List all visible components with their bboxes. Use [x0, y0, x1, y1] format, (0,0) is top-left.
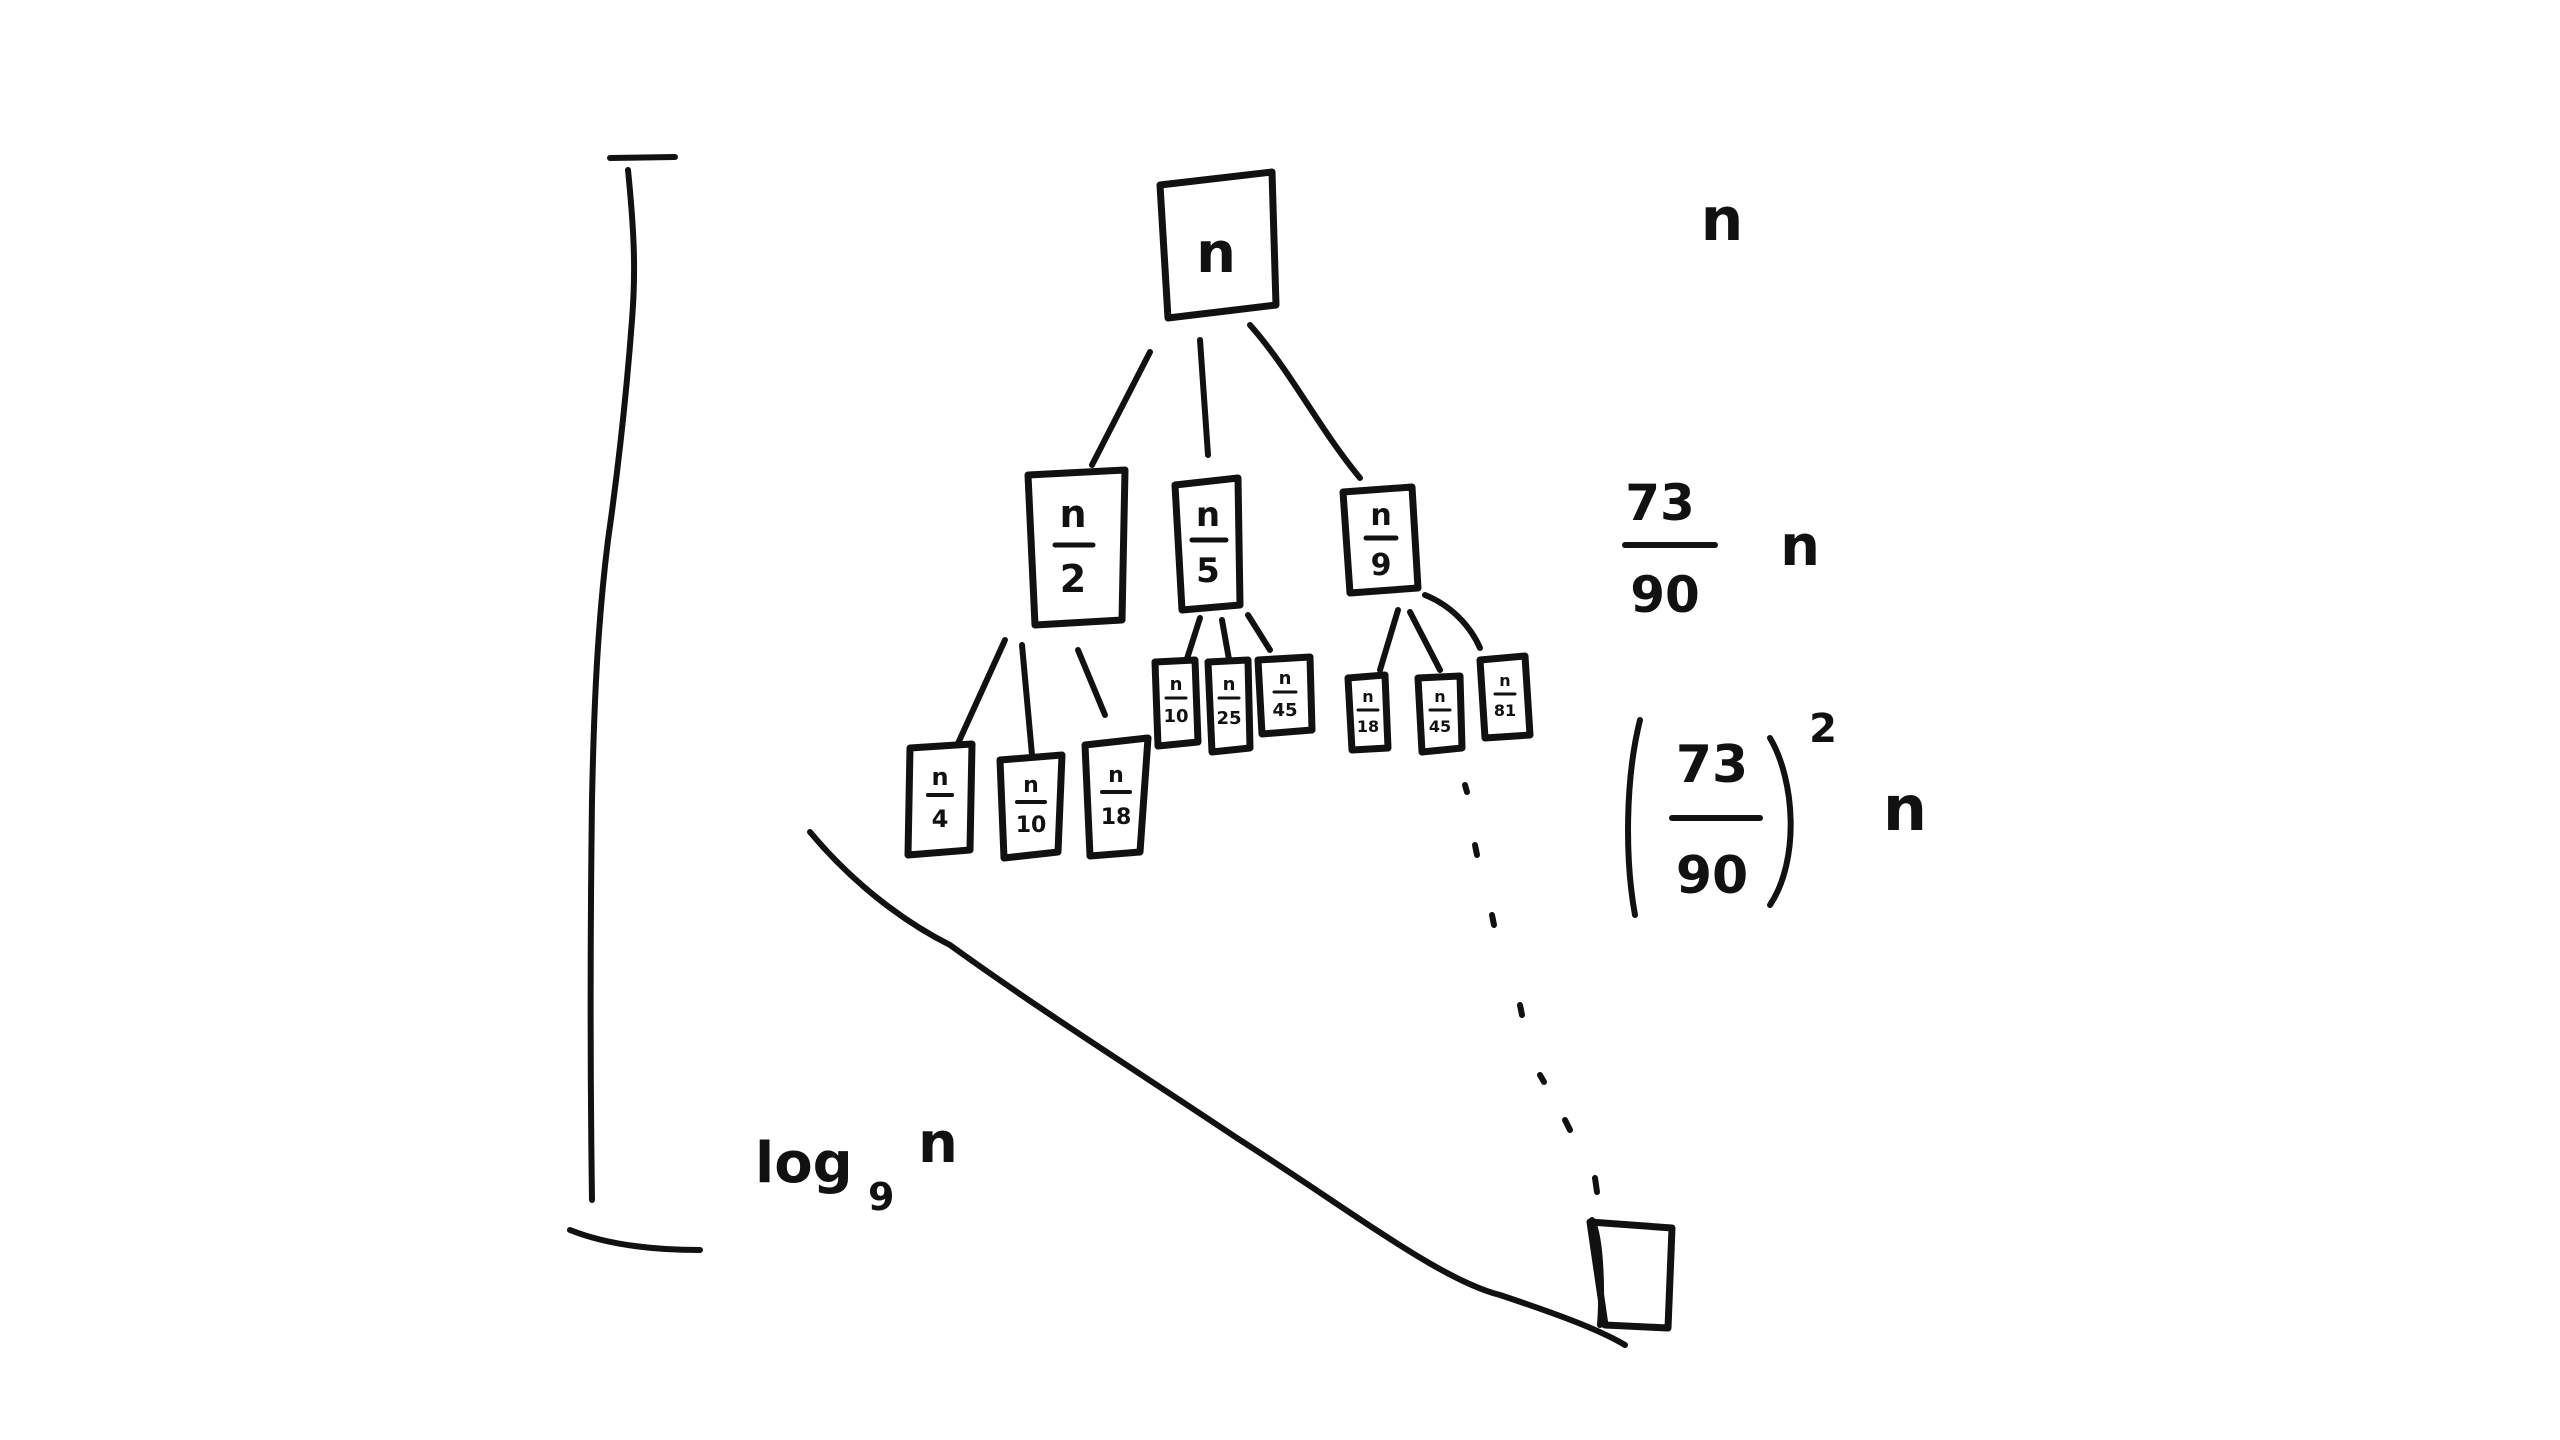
svg-text:n: n — [931, 763, 948, 791]
level-cost-row0: n — [1701, 185, 1744, 255]
svg-text:25: 25 — [1216, 708, 1241, 729]
svg-text:n: n — [1279, 668, 1292, 689]
svg-text:10: 10 — [1016, 813, 1047, 838]
tree-level1-node: n 5 — [1171, 474, 1244, 614]
svg-text:90: 90 — [1676, 846, 1748, 906]
svg-text:n: n — [1059, 492, 1086, 536]
svg-text:n: n — [918, 1111, 958, 1176]
svg-text:73: 73 — [1625, 474, 1695, 532]
tree-level2-node: n 81 — [1476, 652, 1534, 742]
continuation-dots — [1462, 782, 1600, 1195]
svg-text:n: n — [1780, 514, 1820, 579]
tree-leaf-node — [1586, 1217, 1676, 1332]
svg-text:log: log — [755, 1131, 853, 1196]
svg-text:n: n — [1370, 498, 1391, 533]
root-label: n — [1196, 221, 1236, 286]
svg-text:18: 18 — [1357, 717, 1379, 736]
svg-text:n: n — [1108, 763, 1124, 788]
tree-root-node: n — [1156, 168, 1280, 322]
svg-text:5: 5 — [1196, 551, 1220, 591]
svg-text:45: 45 — [1272, 700, 1297, 721]
svg-text:n: n — [1023, 773, 1039, 798]
svg-text:45: 45 — [1429, 717, 1451, 736]
svg-text:n: n — [1196, 495, 1220, 535]
tree-level2-node: n 18 — [1344, 671, 1392, 754]
tree-level2-node: n 10 — [1151, 656, 1202, 750]
svg-text:n: n — [1701, 185, 1744, 255]
svg-text:9: 9 — [868, 1175, 894, 1219]
svg-text:18: 18 — [1101, 805, 1132, 830]
svg-text:n: n — [1223, 674, 1236, 695]
tree-level1-node: n 9 — [1339, 483, 1422, 597]
tree-level2-node: n 25 — [1204, 656, 1254, 756]
level-cost-row1: 73 90 n — [1622, 474, 1820, 624]
svg-text:n: n — [1362, 687, 1373, 706]
tree-level2-node: n 45 — [1414, 672, 1466, 756]
svg-text:73: 73 — [1676, 735, 1748, 795]
svg-text:n: n — [1499, 671, 1510, 690]
height-label: log 9 n — [755, 1111, 958, 1219]
tree-level2-node: n 10 — [996, 751, 1066, 862]
svg-text:4: 4 — [932, 805, 949, 833]
svg-text:n: n — [1434, 687, 1445, 706]
tree-boundary-line — [807, 829, 1628, 1348]
tree-level1-node: n 2 — [1024, 466, 1129, 629]
tree-edges — [952, 322, 1483, 758]
tree-level2-node: n 4 — [904, 740, 976, 859]
svg-text:10: 10 — [1163, 706, 1188, 727]
svg-text:90: 90 — [1630, 566, 1700, 624]
svg-text:2: 2 — [1060, 557, 1086, 601]
svg-text:n: n — [1883, 772, 1927, 845]
svg-text:n: n — [1170, 674, 1183, 695]
tree-level2-node: n 18 — [1081, 734, 1152, 860]
svg-text:9: 9 — [1371, 548, 1392, 583]
svg-text:81: 81 — [1494, 701, 1516, 720]
level-cost-row2: 73 90 2 n — [1625, 706, 1927, 918]
svg-text:2: 2 — [1809, 706, 1837, 752]
height-bracket — [567, 154, 703, 1253]
tree-level2-node: n 45 — [1254, 653, 1316, 738]
